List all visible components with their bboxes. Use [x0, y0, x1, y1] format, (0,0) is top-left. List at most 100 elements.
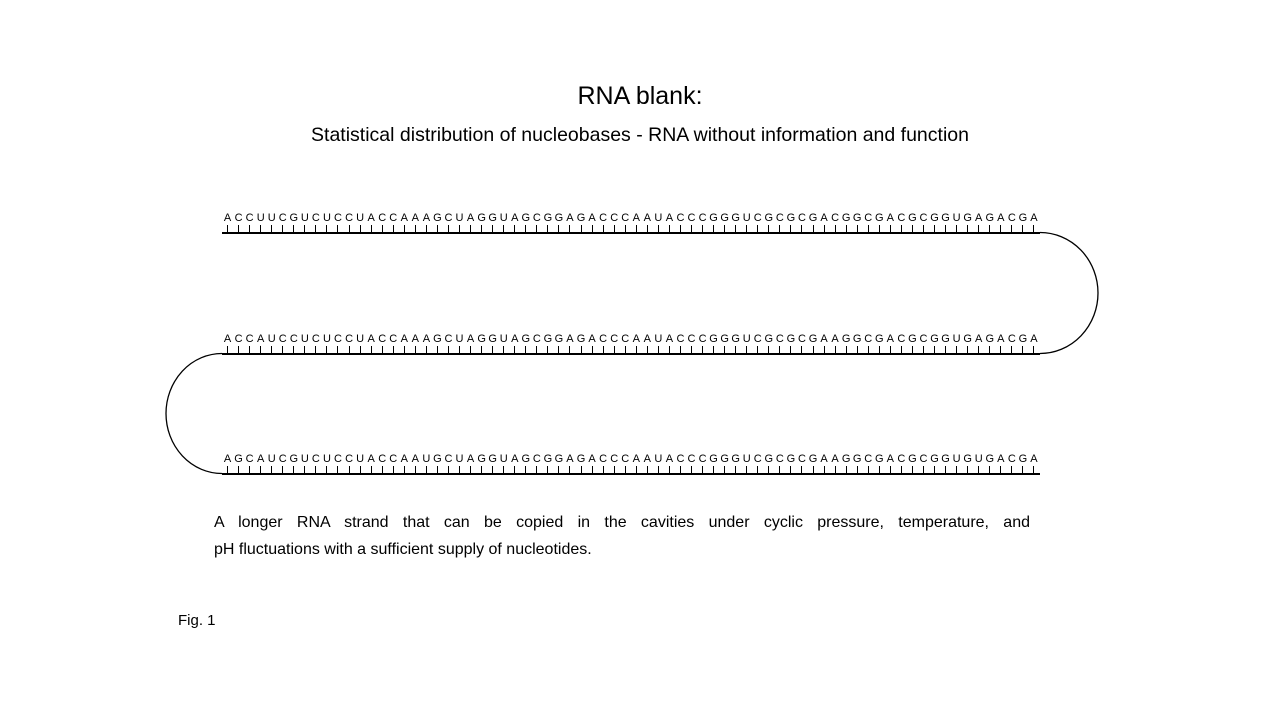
backbone-tick: [945, 346, 947, 353]
nucleotide-letter: C: [621, 333, 630, 345]
nucleotide-letter: G: [554, 333, 564, 345]
backbone-tick: [690, 225, 692, 232]
nucleotide-letter: G: [543, 333, 553, 345]
nucleotide-letter: A: [632, 333, 640, 345]
nucleotide-letter: C: [278, 453, 287, 465]
nucleotide-letter: C: [334, 453, 342, 465]
nucleotide-U: U: [951, 453, 962, 473]
backbone-tick: [348, 225, 350, 232]
backbone-tick: [690, 466, 692, 473]
backbone-tick: [348, 466, 350, 473]
backbone-tick: [989, 466, 991, 473]
backbone-tick: [889, 225, 891, 232]
backbone-tick: [293, 346, 295, 353]
nucleotide-G: G: [719, 453, 730, 473]
nucleotide-letter: U: [974, 453, 983, 465]
nucleotide-G: G: [874, 212, 885, 232]
strand-backbone-line: [222, 232, 1040, 234]
nucleotide-letter: G: [554, 212, 564, 224]
backbone-tick: [746, 346, 748, 353]
backbone-tick: [1000, 225, 1002, 232]
nucleotide-G: G: [708, 333, 719, 353]
backbone-tick: [260, 346, 262, 353]
backbone-tick: [271, 466, 273, 473]
nucleotide-C: C: [830, 212, 841, 232]
nucleotide-U: U: [266, 453, 277, 473]
nucleotide-G: G: [542, 333, 553, 353]
nucleotide-U: U: [299, 453, 310, 473]
nucleotide-G: G: [785, 212, 796, 232]
nucleotide-G: G: [542, 453, 553, 473]
nucleotide-C: C: [609, 453, 620, 473]
nucleotide-letter: A: [411, 453, 419, 465]
nucleotide-G: G: [962, 212, 973, 232]
backbone-tick: [613, 225, 615, 232]
nucleotide-C: C: [863, 453, 874, 473]
nucleotide-letter: G: [786, 333, 796, 345]
backbone-tick: [922, 466, 924, 473]
nucleotide-letter: C: [687, 453, 696, 465]
nucleotide-letter: G: [808, 333, 818, 345]
nucleotide-letter: G: [433, 212, 442, 224]
nucleotide-A: A: [995, 212, 1006, 232]
nucleotide-G: G: [432, 212, 443, 232]
nucleotide-letter: A: [643, 453, 651, 465]
nucleotide-C: C: [531, 333, 542, 353]
nucleotide-G: G: [929, 333, 940, 353]
nucleotide-letter: A: [886, 453, 894, 465]
nucleotide-letter: A: [886, 333, 894, 345]
nucleotide-letter: C: [599, 212, 608, 224]
nucleotide-A: A: [222, 212, 233, 232]
nucleotide-A: A: [509, 333, 520, 353]
backbone-tick: [447, 225, 449, 232]
backbone-tick: [989, 225, 991, 232]
nucleotide-letter: G: [731, 333, 740, 345]
nucleotide-letter: A: [400, 333, 408, 345]
nucleotide-letter: C: [687, 333, 696, 345]
backbone-tick: [326, 466, 328, 473]
nucleotide-letter: C: [245, 333, 254, 345]
nucleotide-letter: C: [234, 333, 243, 345]
backbone-tick: [878, 225, 880, 232]
backbone-tick: [668, 466, 670, 473]
nucleotide-letter: G: [488, 212, 497, 224]
backbone-tick: [735, 346, 737, 353]
nucleotide-letter: A: [886, 212, 894, 224]
nucleotide-letter: G: [433, 453, 442, 465]
nucleotide-U: U: [741, 333, 752, 353]
backbone-tick: [304, 225, 306, 232]
nucleotide-G: G: [476, 212, 487, 232]
nucleotide-letter: A: [223, 333, 232, 345]
nucleotide-letter: G: [1018, 333, 1028, 345]
nucleotide-C: C: [609, 333, 620, 353]
nucleotide-letter: G: [709, 453, 718, 465]
backbone-tick: [635, 346, 637, 353]
nucleotide-letter: G: [875, 212, 884, 224]
nucleotide-G: G: [984, 453, 995, 473]
backbone-tick: [315, 225, 317, 232]
nucleotide-U: U: [498, 212, 509, 232]
nucleotide-C: C: [774, 333, 785, 353]
nucleotide-A: A: [664, 212, 675, 232]
backbone-tick: [823, 225, 825, 232]
backbone-tick: [525, 225, 527, 232]
nucleotide-letter: U: [499, 333, 508, 345]
backbone-tick: [746, 225, 748, 232]
backbone-tick: [580, 225, 582, 232]
backbone-tick: [702, 346, 704, 353]
nucleotide-letter: U: [300, 453, 309, 465]
backbone-tick: [668, 225, 670, 232]
nucleotide-U: U: [266, 333, 277, 353]
backbone-tick: [635, 225, 637, 232]
nucleotide-letter: C: [1007, 333, 1016, 345]
nucleotide-U: U: [653, 333, 664, 353]
nucleotide-letter: C: [864, 333, 873, 345]
nucleotide-C: C: [443, 333, 454, 353]
nucleotide-letter: C: [1007, 453, 1016, 465]
backbone-tick: [337, 466, 339, 473]
backbone-tick: [1011, 466, 1013, 473]
nucleotide-letter: A: [411, 333, 419, 345]
nucleotide-A: A: [399, 212, 410, 232]
backbone-tick: [525, 346, 527, 353]
